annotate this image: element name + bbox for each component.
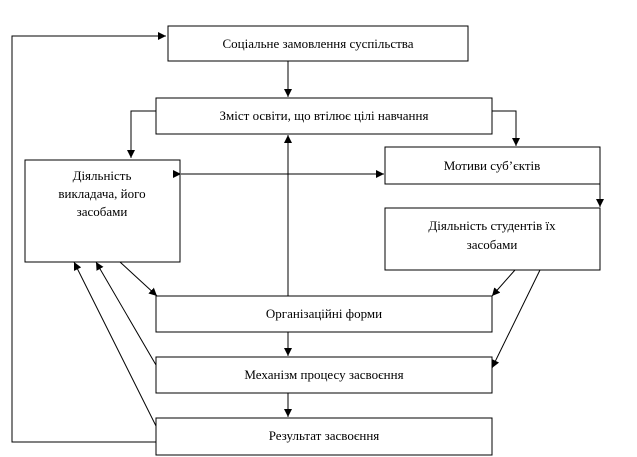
node-student-activity-line-2: засобами bbox=[467, 237, 518, 252]
edge-content-to-teacher bbox=[127, 110, 156, 158]
node-education-content: Зміст освіти, що втілює цілі навчання bbox=[155, 97, 493, 135]
node-subject-motives-label: Мотиви суб’єктів bbox=[444, 158, 541, 173]
node-student-activity-line-1: Діяльність студентів їх bbox=[428, 218, 556, 233]
connectors bbox=[11, 32, 604, 443]
edge-result-to-teacher bbox=[73, 261, 157, 427]
node-organizational-forms: Організаційні форми bbox=[155, 295, 493, 333]
node-teacher-activity-line-3: засобами bbox=[77, 204, 128, 219]
edge-student-to-mechanism bbox=[491, 269, 541, 369]
node-subject-motives: Мотиви суб’єктів bbox=[384, 146, 601, 185]
node-assimilation-mechanism-label: Механізм процесу засвоєння bbox=[244, 367, 403, 382]
node-assimilation-result: Результат засвоєння bbox=[155, 417, 493, 456]
node-teacher-activity: Діяльність викладача, його засобами bbox=[24, 159, 181, 263]
node-assimilation-result-label: Результат засвоєння bbox=[269, 428, 380, 443]
edge-content-to-motives bbox=[492, 110, 520, 146]
edge-teacher-to-forms bbox=[119, 261, 158, 297]
edge-student-to-forms bbox=[491, 269, 516, 297]
node-education-content-label: Зміст освіти, що втілює цілі навчання bbox=[220, 108, 429, 123]
node-social-order: Соціальне замовлення суспільства bbox=[167, 25, 469, 62]
node-assimilation-mechanism: Механізм процесу засвоєння bbox=[155, 356, 493, 394]
node-organizational-forms-label: Організаційні форми bbox=[266, 306, 382, 321]
node-student-activity: Діяльність студентів їх засобами bbox=[384, 207, 601, 271]
node-teacher-activity-line-1: Діяльність bbox=[73, 168, 132, 183]
edge-mechanism-to-teacher bbox=[95, 261, 157, 366]
node-teacher-activity-line-2: викладача, його bbox=[58, 186, 145, 201]
edge-result-feedback-to-social bbox=[11, 32, 166, 443]
node-social-order-label: Соціальне замовлення суспільства bbox=[222, 36, 413, 51]
